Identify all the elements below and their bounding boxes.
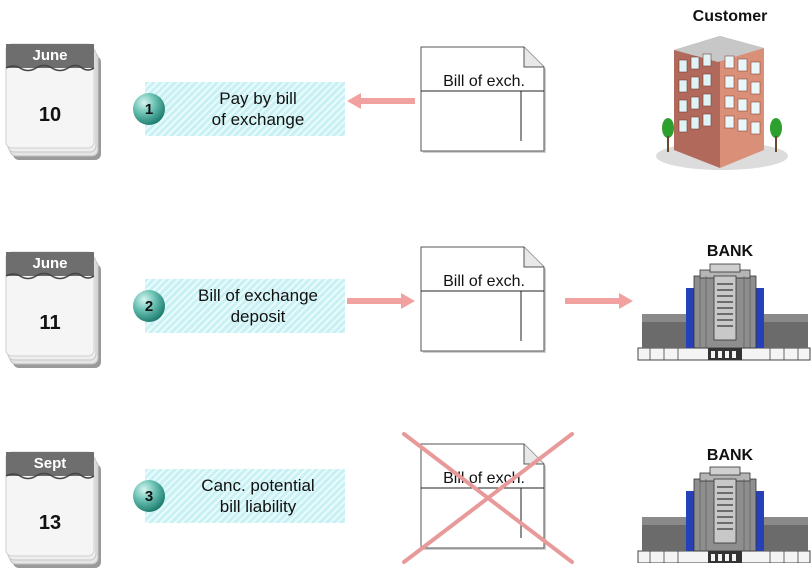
bank-building-icon	[637, 263, 811, 361]
entity-label-customer: Customer	[692, 8, 768, 25]
calendar-month: June	[32, 47, 68, 64]
bank-building-icon	[637, 466, 811, 563]
arrow-right-icon	[347, 293, 415, 309]
calendar-sept-13: Sept 13	[5, 446, 105, 571]
step-number-badge: 2	[133, 290, 165, 322]
document-icon	[420, 46, 546, 153]
step-text-line-1: Pay by bill	[219, 89, 297, 108]
document-title: Bill of exch.	[443, 73, 525, 90]
arrow-left-icon	[347, 93, 415, 109]
step-1-box: 1 Pay by bill of exchange	[133, 82, 345, 136]
step-text-line-1: Canc. potential	[201, 476, 315, 495]
step-text-line-2: of exchange	[211, 110, 305, 129]
document-icon	[420, 246, 546, 353]
calendar-icon	[5, 451, 101, 568]
step-2-box: 2 Bill of exchange deposit	[133, 279, 345, 333]
calendar-icon	[5, 43, 101, 160]
calendar-june-10: June 10	[5, 38, 105, 163]
calendar-june-11: June 11	[5, 246, 105, 371]
calendar-month: Sept	[33, 455, 67, 472]
step-3-box: 3 Canc. potential bill liability	[133, 469, 345, 523]
cancel-cross-icon	[402, 432, 574, 564]
step-text-line-1: Bill of exchange	[197, 286, 319, 305]
office-building-icon	[656, 36, 788, 170]
step-description: Pay by bill of exchange	[175, 82, 341, 136]
document-title: Bill of exch.	[443, 470, 525, 487]
arrow-right-icon	[565, 293, 633, 309]
calendar-day: 13	[38, 512, 62, 534]
entity-label-bank: BANK	[706, 447, 754, 464]
calendar-day: 10	[38, 104, 62, 126]
step-number-badge: 3	[133, 480, 165, 512]
calendar-month: June	[32, 255, 68, 272]
step-text-line-2: bill liability	[219, 497, 297, 516]
step-description: Bill of exchange deposit	[175, 279, 341, 333]
calendar-icon	[5, 251, 101, 368]
bill-of-exchange-document: Bill of exch.	[420, 45, 550, 155]
calendar-day: 11	[39, 312, 61, 334]
entity-label-bank: BANK	[706, 243, 754, 260]
bill-of-exchange-document: Bill of exch.	[420, 245, 550, 355]
step-text-line-2: deposit	[230, 307, 286, 326]
document-title: Bill of exch.	[443, 273, 525, 290]
step-description: Canc. potential bill liability	[175, 469, 341, 523]
step-number-badge: 1	[133, 93, 165, 125]
